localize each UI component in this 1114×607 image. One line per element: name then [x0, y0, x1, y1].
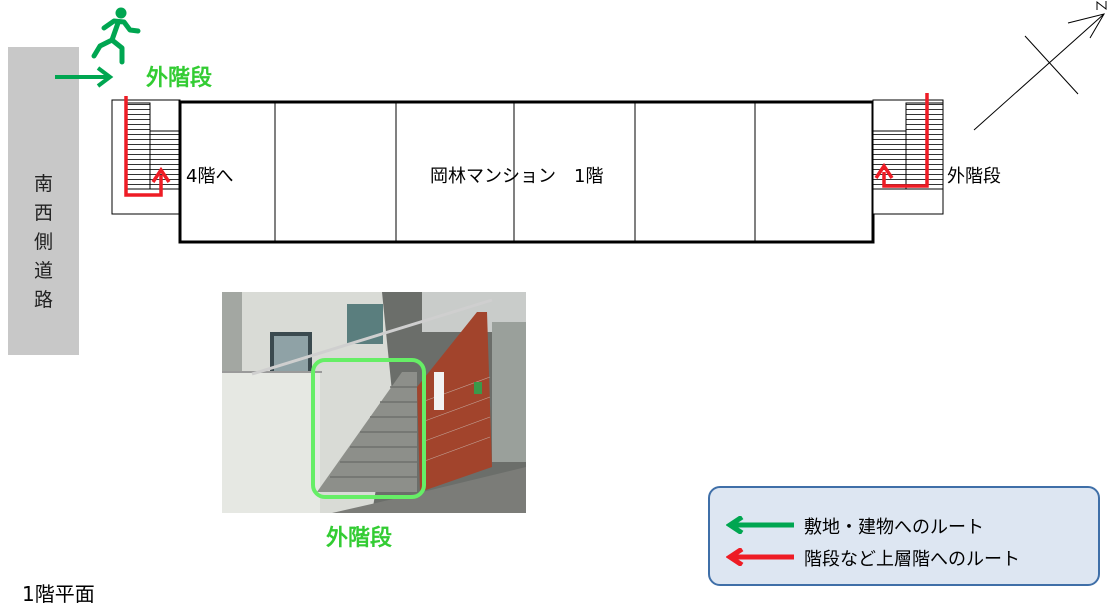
floor-plan-title: 1階平面 [22, 582, 95, 606]
top-left-stairs-label: 外階段 [146, 66, 213, 91]
legend-item-upper-floor-route: 階段など上層階へのルート [804, 549, 1020, 570]
photo-caption: 外階段 [326, 526, 393, 551]
right-stairs [872, 99, 944, 215]
left-stairs [111, 99, 181, 215]
southwest-road [8, 47, 79, 355]
to-fourth-floor-label: 4階へ [186, 166, 234, 187]
route-legend: 敷地・建物へのルート 階段など上層階へのルート [708, 486, 1100, 586]
right-stairs-label: 外階段 [947, 166, 1001, 187]
legend-item-site-route: 敷地・建物へのルート [804, 517, 984, 538]
road-label: 南 西 側 道 路 [33, 173, 53, 311]
north-arrow-icon [973, 0, 1107, 131]
building-outline [178, 100, 875, 244]
red-route-left-arrow [124, 96, 171, 197]
stairs-photo [222, 292, 526, 513]
red-route-right-arrow [874, 93, 929, 188]
running-man-exit-icon [91, 7, 141, 65]
green-route-arrow [55, 66, 114, 88]
red-legend-arrow-icon [726, 548, 794, 566]
green-legend-arrow-icon [726, 516, 794, 534]
building-name-label: 岡林マンション 1階 [430, 166, 604, 187]
floor-plan [55, 0, 1107, 244]
